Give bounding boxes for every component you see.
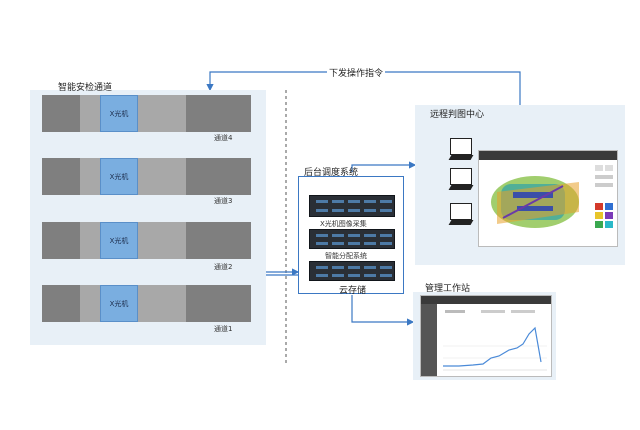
backend-to-workstation-arrow: [351, 295, 415, 326]
channel-label: 通道2: [214, 263, 233, 271]
xray-unit: X光机: [100, 95, 138, 132]
channel-label: 通道1: [214, 325, 233, 333]
server-icon: [309, 229, 395, 249]
distribution-label: 智能分配系统: [325, 252, 367, 260]
remote-center-title: 远程判图中心: [430, 110, 485, 120]
xray-unit: X光机: [100, 222, 138, 259]
channel-label: 通道3: [214, 197, 233, 205]
backend-title: 后台调度系统: [304, 168, 359, 178]
channel-label: 通道4: [214, 134, 233, 142]
xray-unit: X光机: [100, 285, 138, 322]
server-icon: [309, 261, 395, 281]
inspection-title: 智能安检通道: [58, 83, 113, 93]
server-icon: [309, 195, 395, 217]
workstation-screen: [420, 295, 552, 377]
workstation-title: 管理工作站: [425, 284, 471, 294]
xray-unit: X光机: [100, 158, 138, 195]
acquisition-label: X光机图像采集: [320, 220, 367, 228]
cloud-label: 云存储: [339, 286, 367, 296]
judging-screen: [478, 150, 618, 247]
command-label: 下发操作指令: [327, 66, 386, 79]
backend-to-remote-arrow: [351, 161, 417, 172]
